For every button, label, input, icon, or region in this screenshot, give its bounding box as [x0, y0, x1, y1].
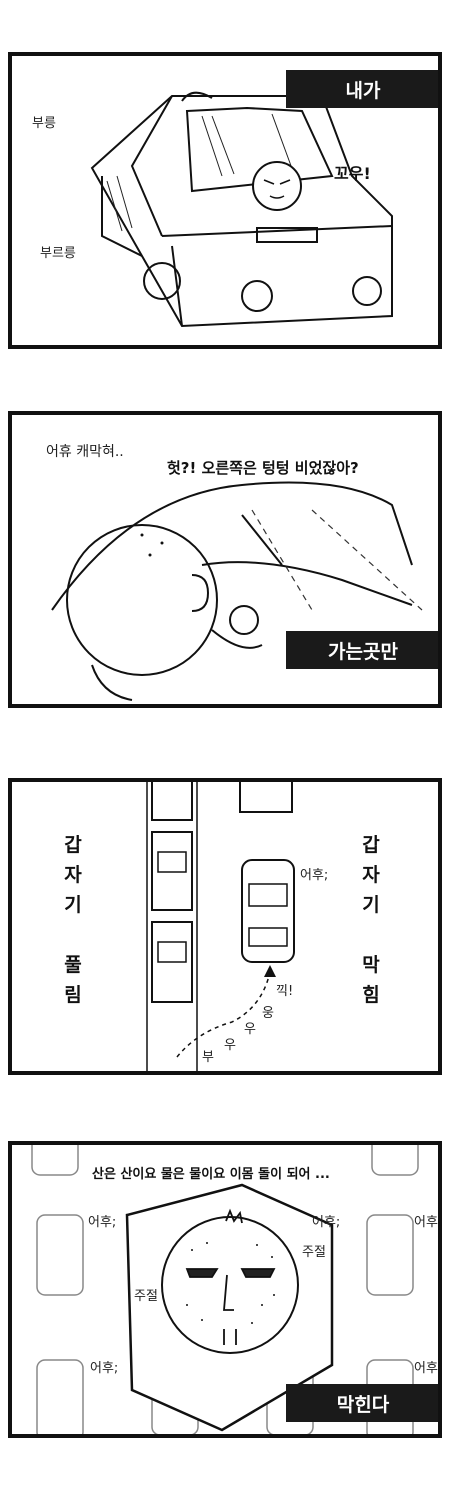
narration-sigh: 어휴 캐막혀..	[46, 444, 124, 460]
sfx-engine-u1: 우	[244, 1022, 256, 1037]
driver-sigh-left: 어후;	[88, 1215, 117, 1230]
arrow-head	[264, 965, 276, 977]
driver-speech: 꼬우!	[334, 164, 371, 183]
driver-head	[252, 161, 302, 211]
caption-text: 내가	[345, 79, 381, 102]
sfx-brake: 끽!	[276, 984, 294, 999]
car-driving-illustration	[90, 91, 393, 328]
driver-sigh: 어후;	[300, 868, 329, 883]
caption-box: 막힌다	[286, 1384, 438, 1422]
stone-face	[161, 1216, 299, 1354]
panel-1: 내가 부릉 부르릉 꼬우!	[8, 52, 442, 349]
caption-box: 가는곳만	[286, 631, 438, 669]
sfx-engine-1: 부릉	[32, 116, 56, 131]
driver-sigh-right-2: 어후;	[414, 1215, 442, 1230]
sfx-engine-ung: 웅	[262, 1006, 274, 1021]
caption-text: 가는곳만	[328, 640, 398, 663]
left-vertical-text: 갑 자 기 풀 림	[64, 834, 82, 1006]
traffic-lanes-illustration	[146, 782, 295, 1071]
sfx-engine-u2: 우	[224, 1038, 236, 1053]
stuck-traffic-illustration	[31, 1145, 419, 1434]
sfx-engine-bu: 부	[202, 1050, 214, 1065]
panel-2: 어휴 캐막혀.. 헛?! 오른쪽은 텅텅 비었잖아? 가는곳만	[8, 411, 442, 708]
driver-speech: 헛?! 오른쪽은 텅텅 비었잖아?	[167, 459, 359, 477]
top-narration: 산은 산이요 물은 물이요 이몸 돌이 되어 ...	[92, 1167, 330, 1182]
driver-sigh-right: 어후;	[312, 1215, 341, 1230]
mumble-right: 주절	[302, 1245, 326, 1260]
sfx-engine-2: 부르릉	[40, 246, 76, 261]
caption-text: 막힌다	[336, 1393, 390, 1416]
mumble-left: 주절	[134, 1289, 158, 1304]
panel-3: 갑 자 기 풀 림 갑 자 기 막 힘 어후; 끽! 웅 우 우 부	[8, 778, 442, 1075]
panel-4: 산은 산이요 물은 물이요 이몸 돌이 되어 ... 어후; 어후; 어후; 어…	[8, 1141, 442, 1438]
caption-box: 내가	[286, 70, 438, 108]
driver-sigh-bottom-right: 어후;	[414, 1361, 442, 1376]
driver-sigh-bottom-left: 어후;	[90, 1361, 119, 1376]
driver-windshield-illustration	[51, 481, 423, 701]
right-vertical-text: 갑 자 기 막 힘	[362, 834, 380, 1006]
